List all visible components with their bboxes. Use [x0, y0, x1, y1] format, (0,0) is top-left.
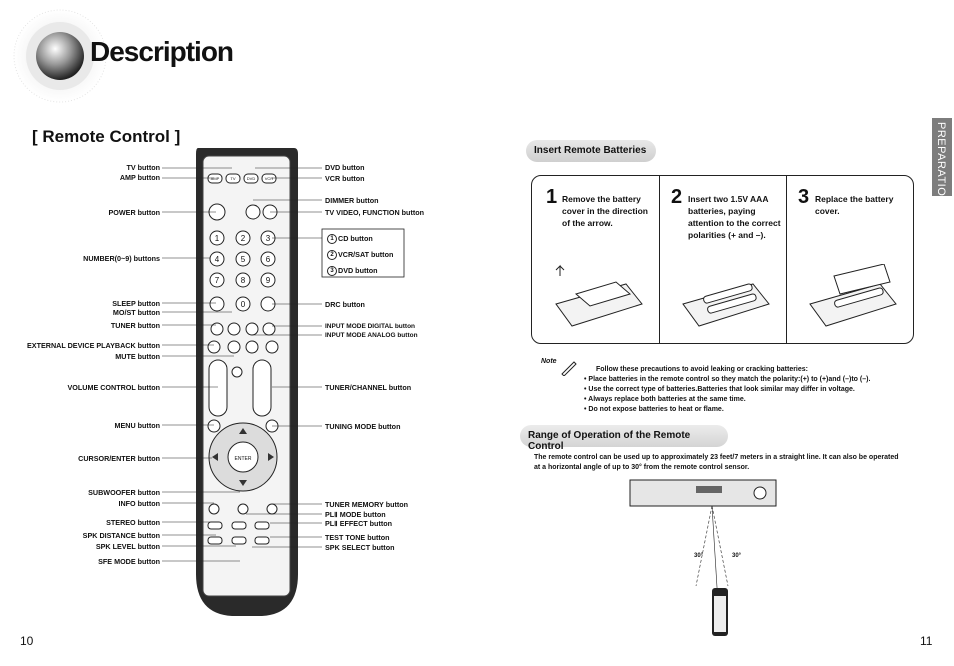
label-tuner-channel-button: TUNER/CHANNEL button	[325, 383, 412, 392]
label-number-buttons: NUMBER(0~9) buttons	[83, 254, 160, 263]
label-pl2-effect-button: PLⅡ EFFECT button	[325, 519, 393, 528]
svg-text:DVD: DVD	[247, 176, 256, 181]
label-info-button: INFO button	[118, 499, 160, 508]
step-2-illustration	[682, 283, 770, 327]
svg-text:5: 5	[241, 255, 246, 264]
label-test-tone-button: TEST TONE button	[325, 533, 390, 542]
label-sfe-mode-button: SFE MODE button	[98, 557, 160, 566]
label-menu-button: MENU button	[114, 421, 160, 430]
label-external-playback-button: EXTERNAL DEVICE PLAYBACK button	[27, 341, 160, 350]
label-subwoofer-button: SUBWOOFER button	[88, 488, 160, 497]
label-pl2-mode-button: PLⅡ MODE button	[325, 510, 386, 519]
label-tuning-mode-button: TUNING MODE button	[325, 422, 401, 431]
step-3-number: 3	[798, 186, 810, 208]
label-cd-button: CD button	[338, 234, 373, 243]
svg-text:6: 6	[266, 255, 271, 264]
angle-label-right: 30°	[732, 553, 742, 559]
page-number-left: 10	[20, 634, 34, 648]
label-tuner-memory-button: TUNER MEMORY button	[325, 500, 409, 509]
range-heading: Range of Operation of the Remote Control	[520, 425, 728, 452]
note-icon: Note	[541, 358, 557, 365]
label-tv-video-function-button: TV VIDEO, FUNCTION button	[325, 208, 425, 217]
label-drc-button: DRC button	[325, 300, 365, 309]
svg-text:8: 8	[241, 276, 246, 285]
label-tv-button: TV button	[126, 163, 160, 172]
label-input-digital-button: INPUT MODE DIGITAL button	[325, 323, 416, 330]
label-vcr-button: VCR button	[325, 174, 365, 183]
label-input-analog-button: INPUT MODE ANALOG button	[325, 332, 418, 339]
label-dvd-number-button: DVD button	[338, 266, 378, 275]
label-dimmer-button: DIMMER button	[325, 196, 379, 205]
range-description: The remote control can be used up to app…	[534, 454, 899, 471]
svg-text:AMP: AMP	[211, 176, 220, 181]
note-precautions: Follow these precautions to avoid leakin…	[584, 366, 871, 413]
preparation-side-tab: PREPARATION	[932, 118, 952, 205]
step-2-number: 2	[671, 186, 683, 208]
page-title: Description	[90, 36, 234, 67]
svg-text:0: 0	[241, 300, 246, 309]
box-num-1: 1	[327, 234, 337, 244]
label-cursor-enter-button: CURSOR/ENTER button	[78, 454, 160, 463]
remote-control-illustration: AMP TV DVD VCR 1 2 3 4 5 6 7 8 9 0 ENTER	[196, 148, 298, 616]
label-most-button: MO/ST button	[112, 308, 160, 317]
box-num-3: 3	[327, 266, 337, 276]
insert-batteries-title: Insert Remote Batteries	[534, 145, 647, 156]
svg-text:4: 4	[215, 255, 220, 264]
label-sleep-button: SLEEP button	[112, 299, 160, 308]
svg-text:7: 7	[215, 276, 220, 285]
receiver-range-illustration	[629, 479, 777, 636]
label-amp-button: AMP button	[119, 173, 160, 182]
step-1-number: 1	[546, 186, 558, 208]
svg-text:9: 9	[266, 276, 271, 285]
label-spk-level-button: SPK LEVEL button	[95, 542, 160, 551]
label-mute-button: MUTE button	[115, 352, 160, 361]
label-power-button: POWER button	[108, 208, 161, 217]
side-tab-label: PREPARATION	[935, 122, 947, 205]
svg-text:2: 2	[241, 234, 246, 243]
label-spk-distance-button: SPK DISTANCE button	[82, 531, 160, 540]
label-dvd-button: DVD button	[325, 163, 365, 172]
label-stereo-button: STEREO button	[106, 518, 160, 527]
box-num-2: 2	[327, 250, 337, 260]
svg-text:VCR: VCR	[265, 176, 274, 181]
svg-text:1: 1	[215, 234, 220, 243]
label-spk-select-button: SPK SELECT button	[325, 543, 395, 552]
svg-text:TV: TV	[230, 176, 235, 181]
step-1-illustration	[555, 264, 643, 327]
description-emblem	[13, 9, 107, 103]
range-title: Range of Operation of the Remote Control	[528, 430, 691, 452]
angle-label-left: 30°	[694, 553, 704, 559]
label-tuner-button: TUNER button	[110, 321, 160, 330]
remote-control-heading: [ Remote Control ]	[32, 127, 181, 146]
label-vcr-sat-button: VCR/SAT button	[338, 250, 394, 259]
svg-text:3: 3	[266, 234, 271, 243]
svg-text:ENTER: ENTER	[235, 456, 252, 462]
pencil-icon	[561, 361, 577, 376]
step-3-illustration	[809, 264, 897, 327]
label-volume-button: VOLUME CONTROL button	[67, 383, 161, 392]
insert-batteries-heading: Insert Remote Batteries	[526, 140, 656, 162]
page-number-right: 11	[920, 634, 933, 648]
